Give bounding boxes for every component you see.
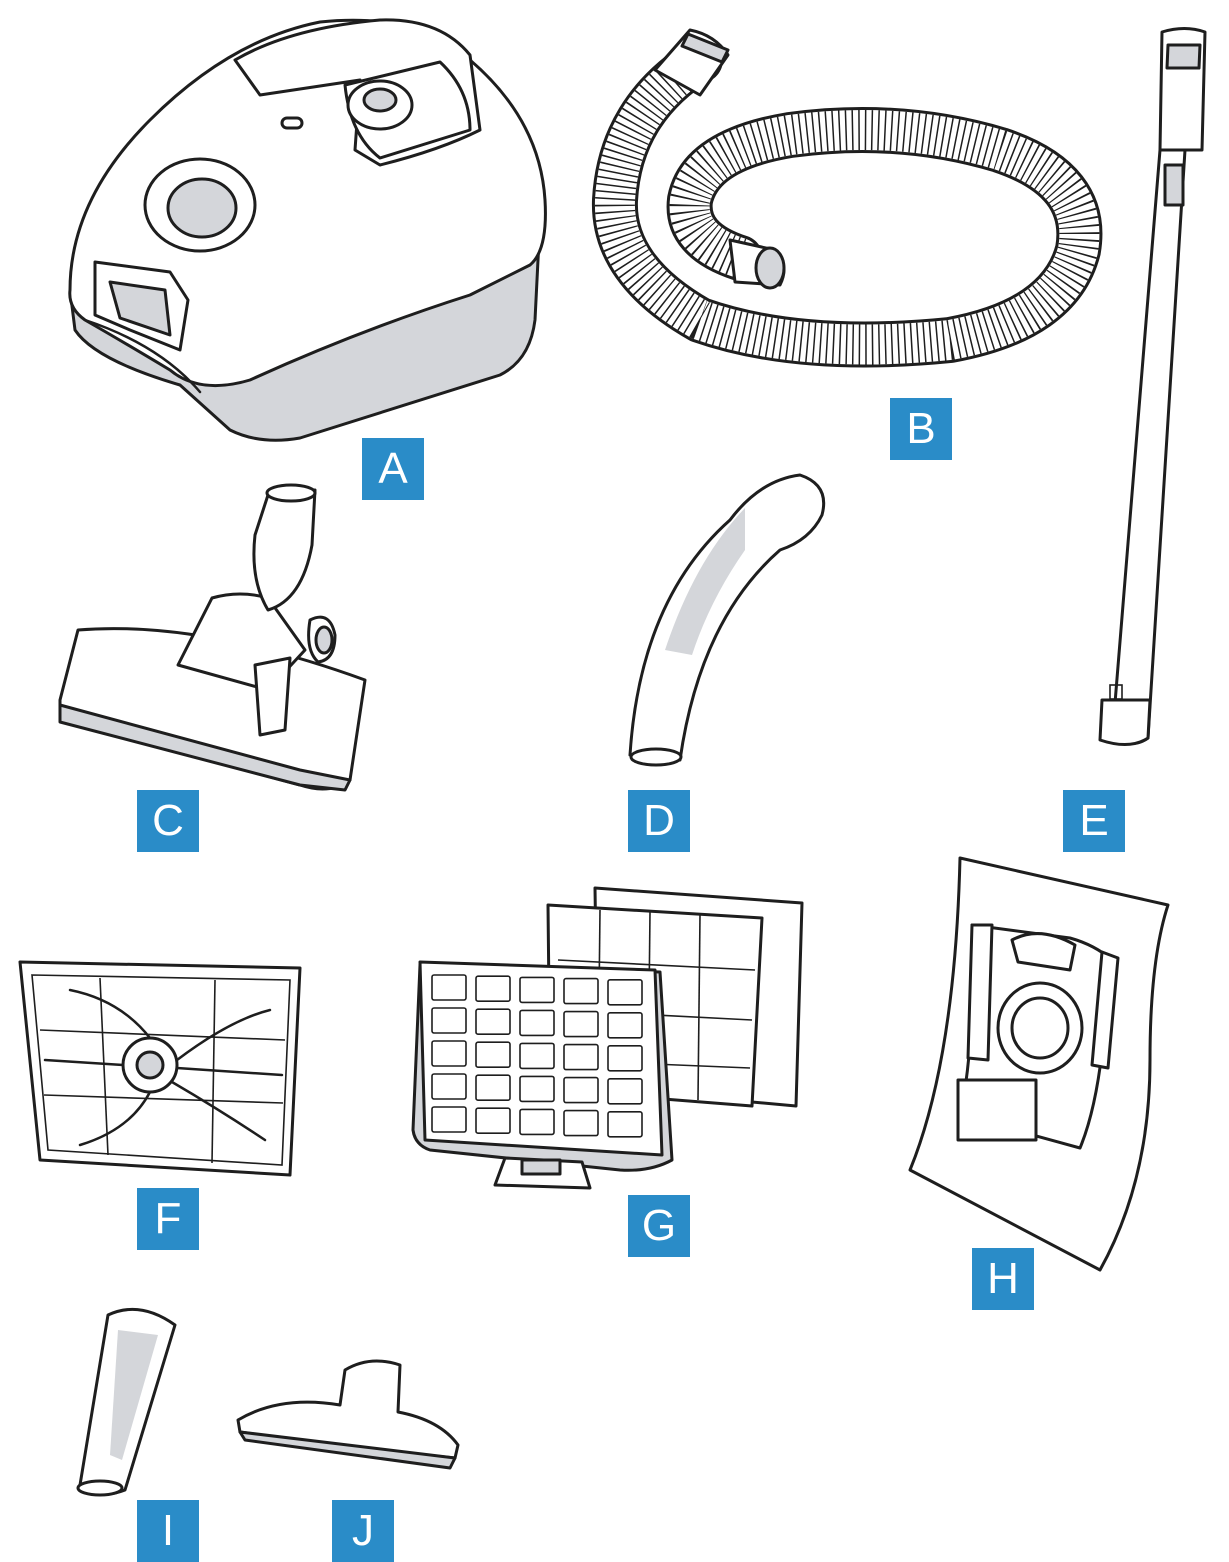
dust-bag-illustration bbox=[908, 856, 1170, 1272]
hepa-grid-cell bbox=[607, 1011, 643, 1039]
label-a: A bbox=[362, 438, 424, 500]
hepa-grid-cell bbox=[563, 1109, 599, 1137]
hepa-grid-cell bbox=[475, 1041, 511, 1068]
hepa-grid-cell bbox=[431, 1073, 467, 1100]
hepa-grid bbox=[431, 974, 643, 1138]
hepa-filter-illustration bbox=[411, 886, 804, 1190]
crevice-nozzle-illustration bbox=[76, 1307, 177, 1497]
hepa-grid-cell bbox=[519, 976, 555, 1004]
label-c: C bbox=[137, 790, 199, 852]
label-h: H bbox=[972, 1248, 1034, 1310]
motor-filter-illustration bbox=[18, 960, 302, 1177]
hepa-grid-cell bbox=[563, 977, 599, 1005]
hepa-grid-cell bbox=[563, 1076, 599, 1104]
hepa-grid-cell bbox=[431, 1106, 467, 1133]
hepa-grid-cell bbox=[519, 1042, 555, 1070]
upholstery-nozzle-illustration bbox=[236, 1359, 460, 1470]
hepa-grid-cell bbox=[563, 1010, 599, 1038]
hepa-grid-cell bbox=[475, 1008, 511, 1036]
turbo-brush-illustration bbox=[58, 483, 367, 792]
label-g: G bbox=[628, 1195, 690, 1257]
label-f: F bbox=[137, 1188, 199, 1250]
hepa-grid-cell bbox=[563, 1043, 599, 1071]
hepa-grid-cell bbox=[519, 1075, 555, 1103]
label-i: I bbox=[137, 1500, 199, 1562]
hepa-grid-cell bbox=[519, 1009, 555, 1037]
label-d: D bbox=[628, 790, 690, 852]
hepa-grid-cell bbox=[607, 1045, 643, 1072]
hose-handle-illustration bbox=[628, 473, 826, 767]
label-e: E bbox=[1063, 790, 1125, 852]
hepa-grid-cell bbox=[431, 1040, 467, 1067]
telescopic-tube-illustration bbox=[1098, 27, 1207, 746]
hepa-grid-cell bbox=[475, 975, 511, 1003]
hepa-grid-cell bbox=[519, 1108, 555, 1136]
label-j: J bbox=[332, 1500, 394, 1562]
hose-illustration bbox=[591, 28, 1103, 368]
hepa-grid-cell bbox=[475, 1074, 511, 1101]
hepa-grid-cell bbox=[475, 1107, 511, 1134]
vacuum-body-illustration bbox=[68, 18, 547, 442]
label-b: B bbox=[890, 398, 952, 460]
hepa-grid-cell bbox=[431, 974, 467, 1001]
hepa-grid-cell bbox=[431, 1007, 467, 1034]
hepa-grid-cell bbox=[607, 978, 643, 1006]
hepa-grid-cell bbox=[607, 1078, 643, 1105]
hepa-grid-cell bbox=[607, 1111, 643, 1138]
